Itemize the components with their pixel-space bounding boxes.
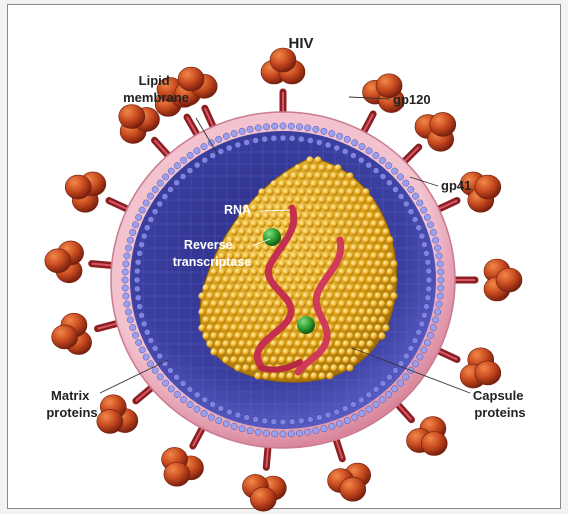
label-lipid-membrane-line2: membrane	[123, 90, 189, 105]
glycoprotein-spike	[45, 241, 116, 283]
reverse-transcriptase-enzyme	[263, 228, 281, 246]
label-matrix-proteins: Matrix proteins	[46, 388, 97, 420]
label-rna: RNA	[224, 203, 251, 217]
glycoprotein-spike	[162, 425, 205, 486]
diagram-title: HIV	[288, 35, 313, 52]
label-matrix-proteins-line1: Matrix	[51, 388, 90, 403]
glycoprotein-spike	[328, 436, 371, 501]
label-matrix-proteins-line2: proteins	[46, 405, 97, 420]
glycoprotein-spike	[242, 443, 286, 511]
label-gp41: gp41	[441, 178, 471, 193]
label-gp120: gp120	[393, 92, 431, 107]
glycoprotein-spike	[65, 172, 131, 212]
glycoprotein-spike	[261, 48, 305, 116]
label-reverse-transcriptase-line2: transcriptase	[173, 255, 252, 269]
reverse-transcriptase-enzyme	[297, 316, 315, 334]
glycoprotein-spike	[97, 385, 154, 433]
glycoprotein-spike	[451, 259, 522, 301]
label-capsule-proteins-line1: Capsule	[473, 388, 524, 403]
label-capsule-proteins-line2: proteins	[474, 405, 525, 420]
label-lipid-membrane-line1: Lipid	[139, 73, 170, 88]
glycoprotein-spike	[402, 112, 456, 164]
glycoprotein-spike	[435, 348, 501, 388]
label-capsule-proteins: Capsule proteins	[473, 388, 527, 420]
glycoprotein-spike	[395, 402, 447, 456]
glycoprotein-spike	[52, 313, 121, 354]
label-reverse-transcriptase-line1: Reverse	[184, 238, 233, 252]
